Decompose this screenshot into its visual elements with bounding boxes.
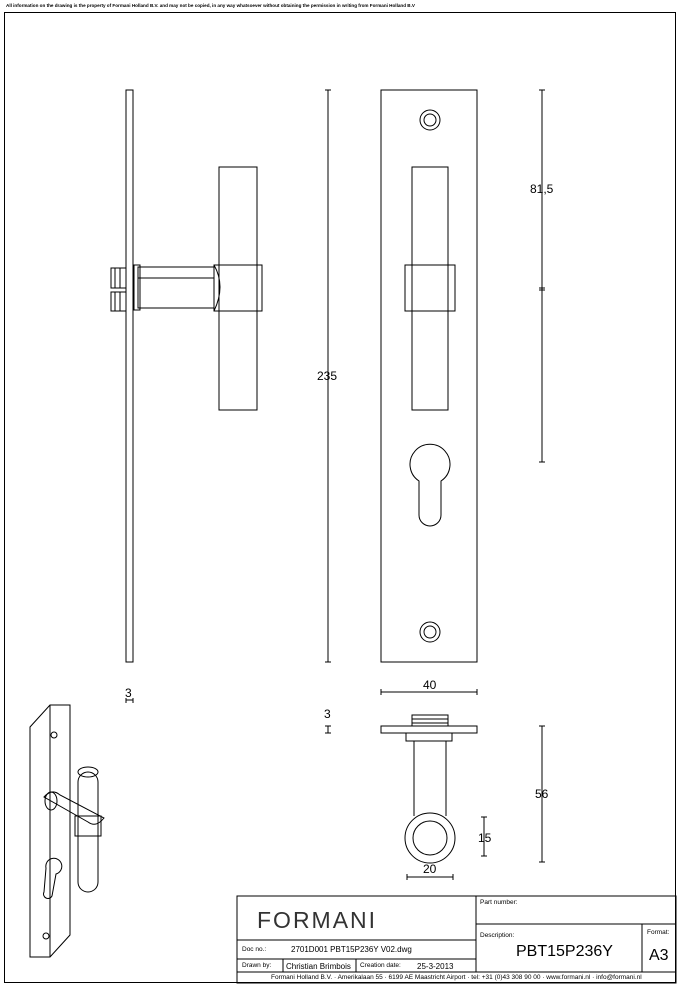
side-rose [133,264,141,311]
company-address: Formani Holland B.V. · Amerikalaan 55 · … [271,974,642,981]
side-plate [125,89,134,663]
drawn-by-label: Drawn by: [242,962,272,969]
dim-plate-height: 235 [317,369,337,383]
top-plate [380,725,478,734]
iso-cylinder-cutout [43,857,63,899]
side-collar [213,264,263,312]
dim-grip-diameter: 20 [423,862,437,876]
doc-no-value: 2701D001 PBT15P236Y V02.dwg [291,945,412,954]
side-screw-top [110,267,127,289]
doc-no-label: Doc no.: [242,946,267,953]
front-grip [411,166,449,411]
side-screw-bottom [110,291,127,312]
cylinder-cutout [409,443,451,527]
top-rose [405,732,453,742]
front-collar [404,264,456,312]
title-block-grid [236,895,677,984]
part-number-label: Part number: [480,899,518,906]
side-spindle [137,266,215,309]
top-screw [411,714,449,727]
dimension-lines [125,89,545,880]
side-bend [213,264,221,312]
copyright-notice: All information on the drawing is the pr… [6,3,415,8]
grip-end-inner [412,820,448,856]
formani-logo: FORMANI [257,907,378,933]
drawn-by-value: Christian Brimbois [286,962,351,971]
dim-grip-offset: 15 [478,831,492,845]
format-label: Format: [647,929,670,936]
dim-top-thickness: 3 [324,707,331,721]
front-plate [380,89,478,663]
side-view [110,89,263,663]
description-label: Description: [480,932,515,939]
iso-collar [74,815,102,837]
iso-grip [77,771,99,893]
dim-projection: 56 [535,787,549,801]
dim-plate-width: 40 [423,678,437,692]
creation-date-label: Creation date: [360,962,401,969]
format-value: A3 [649,947,669,964]
isometric-view [29,704,105,958]
iso-screw-top [50,731,58,739]
front-view [380,89,478,663]
side-grip [218,166,258,411]
bottom-screw-hole-inner [423,625,437,639]
bottom-screw-hole-outer [419,621,441,643]
iso-rose [44,791,58,811]
dim-upper-height: 81,5 [530,182,554,196]
iso-spindle [43,791,105,825]
iso-screw-bottom [42,932,50,940]
dim-side-thickness: 3 [125,686,132,700]
top-view [380,714,478,864]
top-screw-hole-inner [423,113,437,127]
grip-end-outer [404,812,456,864]
top-screw-hole-outer [419,109,441,131]
creation-date-value: 25-3-2013 [417,962,454,971]
description-value: PBT15P236Y [516,943,613,960]
